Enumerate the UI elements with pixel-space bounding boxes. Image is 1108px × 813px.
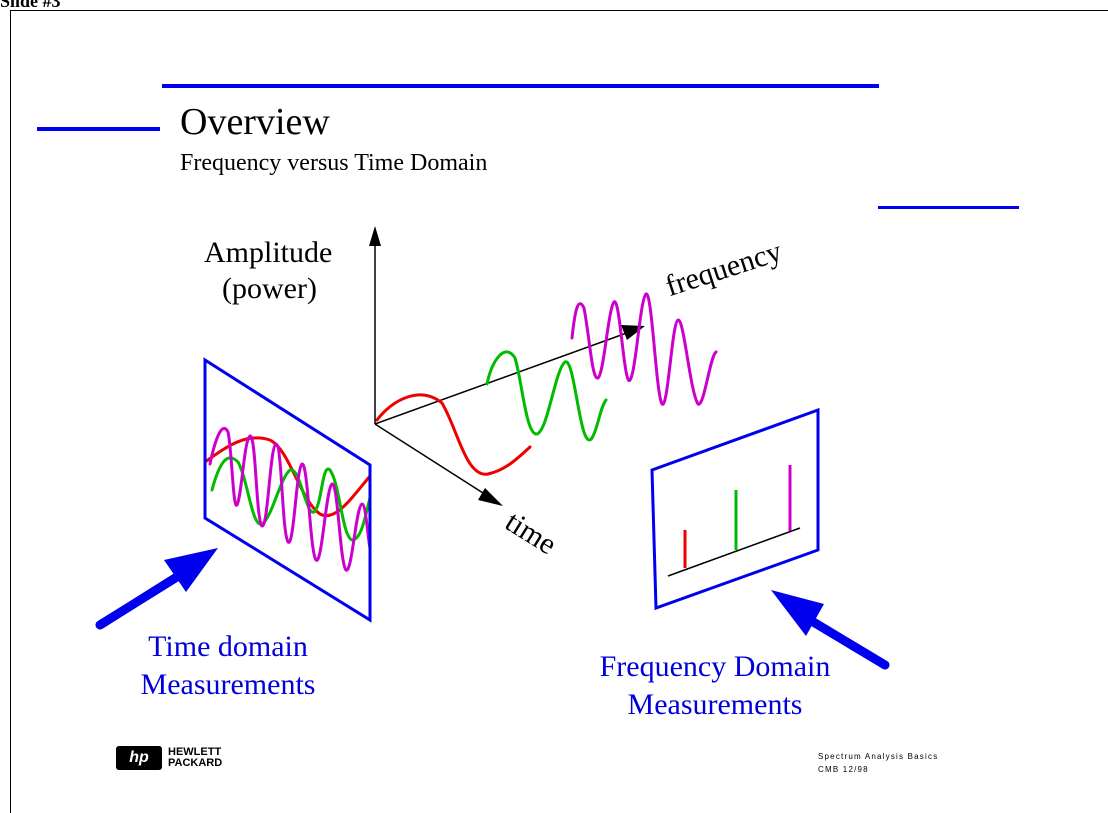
subtitle-accent-bar-right [878,206,1019,209]
axes [374,238,636,501]
green-wave-3d [485,350,608,442]
time-domain-caption-line2: Measurements [140,668,316,701]
amplitude-axis-label: Amplitude (power) [204,235,332,307]
frequency-domain-caption-line1: Frequency Domain [599,650,831,683]
frame-top-rule [10,10,1108,11]
hp-logo-line1: HEWLETT [168,746,222,758]
hp-logo-text: HEWLETT PACKARD [168,747,222,769]
time-domain-pointer-arrow [95,570,185,630]
page-title: Overview [180,101,330,143]
amplitude-label-line2: (power) [222,272,317,305]
time-domain-panel [203,357,372,623]
time-axis [374,423,495,501]
footer-course-info: Spectrum Analysis Basics CMB 12/98 [818,750,938,776]
hp-logo: hp HEWLETT PACKARD [116,746,222,770]
page-subtitle: Frequency versus Time Domain [180,150,488,176]
frequency-axis [374,329,636,425]
amplitude-label-line1: Amplitude [204,236,333,269]
frequency-domain-caption: Frequency Domain Measurements [555,648,875,724]
frequency-domain-pointer-arrowhead [771,590,824,636]
frequency-domain-pointer-arrow [805,615,890,670]
slide-number: Slide #3 [0,0,61,11]
title-accent-bar-top [162,84,879,88]
frame-left-rule [10,10,11,813]
frequency-domain-caption-line2: Measurements [627,688,803,721]
frequency-axis-arrowhead [621,325,645,340]
magenta-wave-time-panel [208,427,370,572]
frequency-panel-baseline [667,527,801,577]
hp-logo-badge: hp [116,746,162,770]
time-domain-caption: Time domain Measurements [118,628,338,704]
time-domain-caption-line1: Time domain [148,630,308,663]
magenta-wave-3d [570,292,718,406]
amplitude-axis-arrowhead [369,226,381,246]
time-domain-pointer-arrowhead [164,548,218,592]
time-axis-arrowhead [478,488,503,506]
title-accent-bar-left [37,127,160,131]
red-wave-3d [375,393,532,476]
footer-course-title: Spectrum Analysis Basics [818,752,939,761]
footer-course-code: CMB 12/98 [818,765,869,774]
frequency-domain-panel [650,407,820,611]
hp-logo-line2: PACKARD [168,757,223,769]
